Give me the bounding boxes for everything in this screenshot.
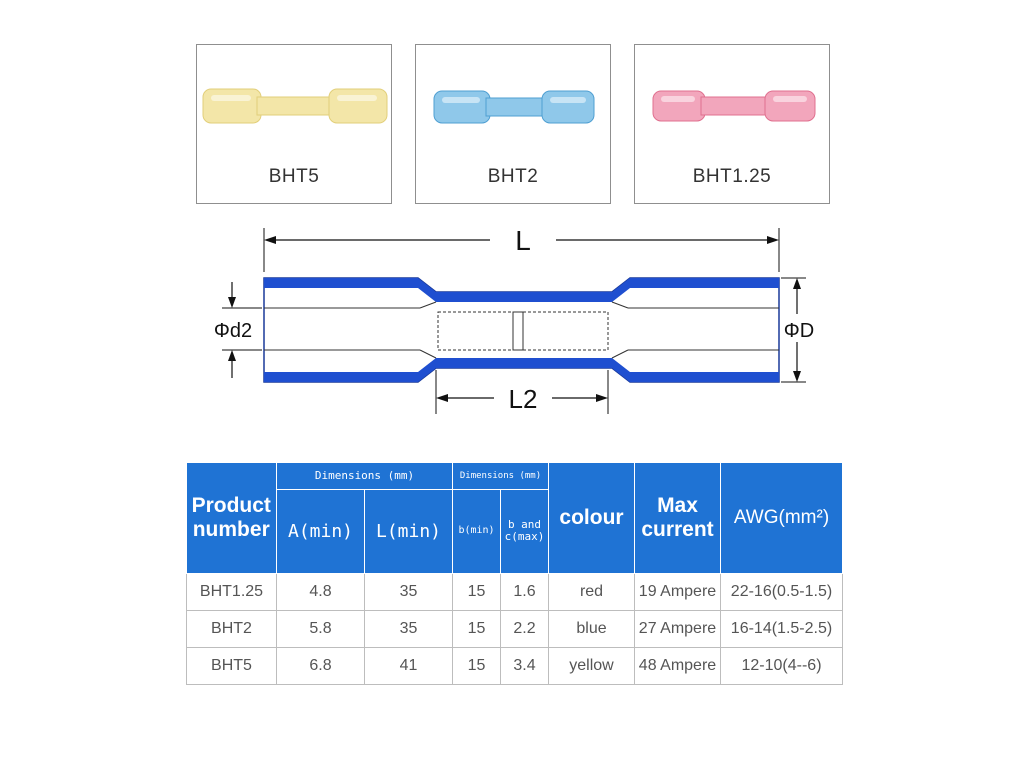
header-awg: AWG(mm²)	[720, 463, 843, 574]
cell-product: BHT5	[186, 646, 277, 685]
cell-colour: yellow	[548, 646, 635, 685]
d2-arrowhead-bottom	[228, 350, 236, 361]
tube-wall-bottom	[264, 358, 779, 382]
dimension-diagram: L Φd2 ΦD L2	[214, 225, 814, 414]
l2-arrowhead-right	[596, 394, 608, 402]
connector-yellow-image	[202, 88, 388, 124]
cell-bc-max: 2.2	[500, 609, 549, 648]
cell-b-min: 15	[452, 572, 501, 611]
product-label: BHT5	[268, 166, 320, 187]
dimension-l2-label: L2	[509, 384, 538, 414]
cell-awg: 16-14(1.5-2.5)	[720, 609, 843, 648]
cell-awg: 22-16(0.5-1.5)	[720, 572, 843, 611]
d-arrowhead-bottom	[793, 371, 801, 382]
product-photo-bht125: BHT1.25	[634, 44, 830, 204]
cell-max-current: 19 Ampere	[634, 572, 721, 611]
cell-a-min: 6.8	[276, 646, 365, 685]
cell-a-min: 5.8	[276, 609, 365, 648]
connector-pink-image	[652, 90, 816, 122]
cell-max-current: 48 Ampere	[634, 646, 721, 685]
cell-bc-max: 1.6	[500, 572, 549, 611]
cell-bc-max: 3.4	[500, 646, 549, 685]
specification-table: Product number Dimensions (mm) Dimension…	[186, 463, 843, 685]
cell-awg: 12-10(4--6)	[720, 646, 843, 685]
dimension-d2-label: Φd2	[214, 320, 252, 342]
tube-wall-top	[264, 278, 779, 302]
cell-a-min: 4.8	[276, 572, 365, 611]
d2-arrowhead-top	[228, 297, 236, 308]
header-bc-max-line2: c(max)	[504, 530, 545, 543]
cell-l-min: 35	[364, 572, 453, 611]
cell-b-min: 15	[452, 646, 501, 685]
header-colour: colour	[548, 463, 635, 574]
product-photo-bht2: BHT2	[415, 44, 611, 204]
table-row: BHT5 6.8 41 15 3.4 yellow 48 Ampere 12-1…	[186, 646, 843, 685]
table-row: BHT2 5.8 35 15 2.2 blue 27 Ampere 16-14(…	[186, 609, 843, 648]
connector-blue-image	[433, 90, 595, 124]
cell-b-min: 15	[452, 609, 501, 648]
l-arrowhead-left	[264, 236, 276, 244]
cell-product: BHT1.25	[186, 572, 277, 611]
header-l-min: L(min)	[364, 489, 453, 574]
cell-product: BHT2	[186, 609, 277, 648]
header-dimensions-2: Dimensions (mm)	[452, 463, 549, 490]
dimension-l-label: L	[515, 225, 531, 256]
barrel-stop	[512, 311, 524, 351]
l-arrowhead-right	[767, 236, 779, 244]
d-arrowhead-top	[793, 278, 801, 289]
product-label: BHT2	[487, 166, 539, 187]
header-b-min: b(min)	[452, 489, 501, 574]
tube-body	[263, 277, 780, 383]
header-dimensions-1: Dimensions (mm)	[276, 463, 453, 490]
cell-colour: red	[548, 572, 635, 611]
product-photo-bht5: BHT5	[196, 44, 392, 204]
header-bc-max-line1: b and	[507, 518, 542, 531]
cell-l-min: 41	[364, 646, 453, 685]
l2-arrowhead-left	[436, 394, 448, 402]
header-bc-max: b and c(max)	[500, 489, 549, 574]
header-a-min: A(min)	[276, 489, 365, 574]
product-label: BHT1.25	[692, 166, 772, 187]
header-max-current: Max current	[634, 463, 721, 574]
table-row: BHT1.25 4.8 35 15 1.6 red 19 Ampere 22-1…	[186, 572, 843, 611]
cell-colour: blue	[548, 609, 635, 648]
dimension-d-label: ΦD	[784, 320, 814, 342]
cell-l-min: 35	[364, 609, 453, 648]
header-product-number: Product number	[186, 463, 277, 574]
cell-max-current: 27 Ampere	[634, 609, 721, 648]
